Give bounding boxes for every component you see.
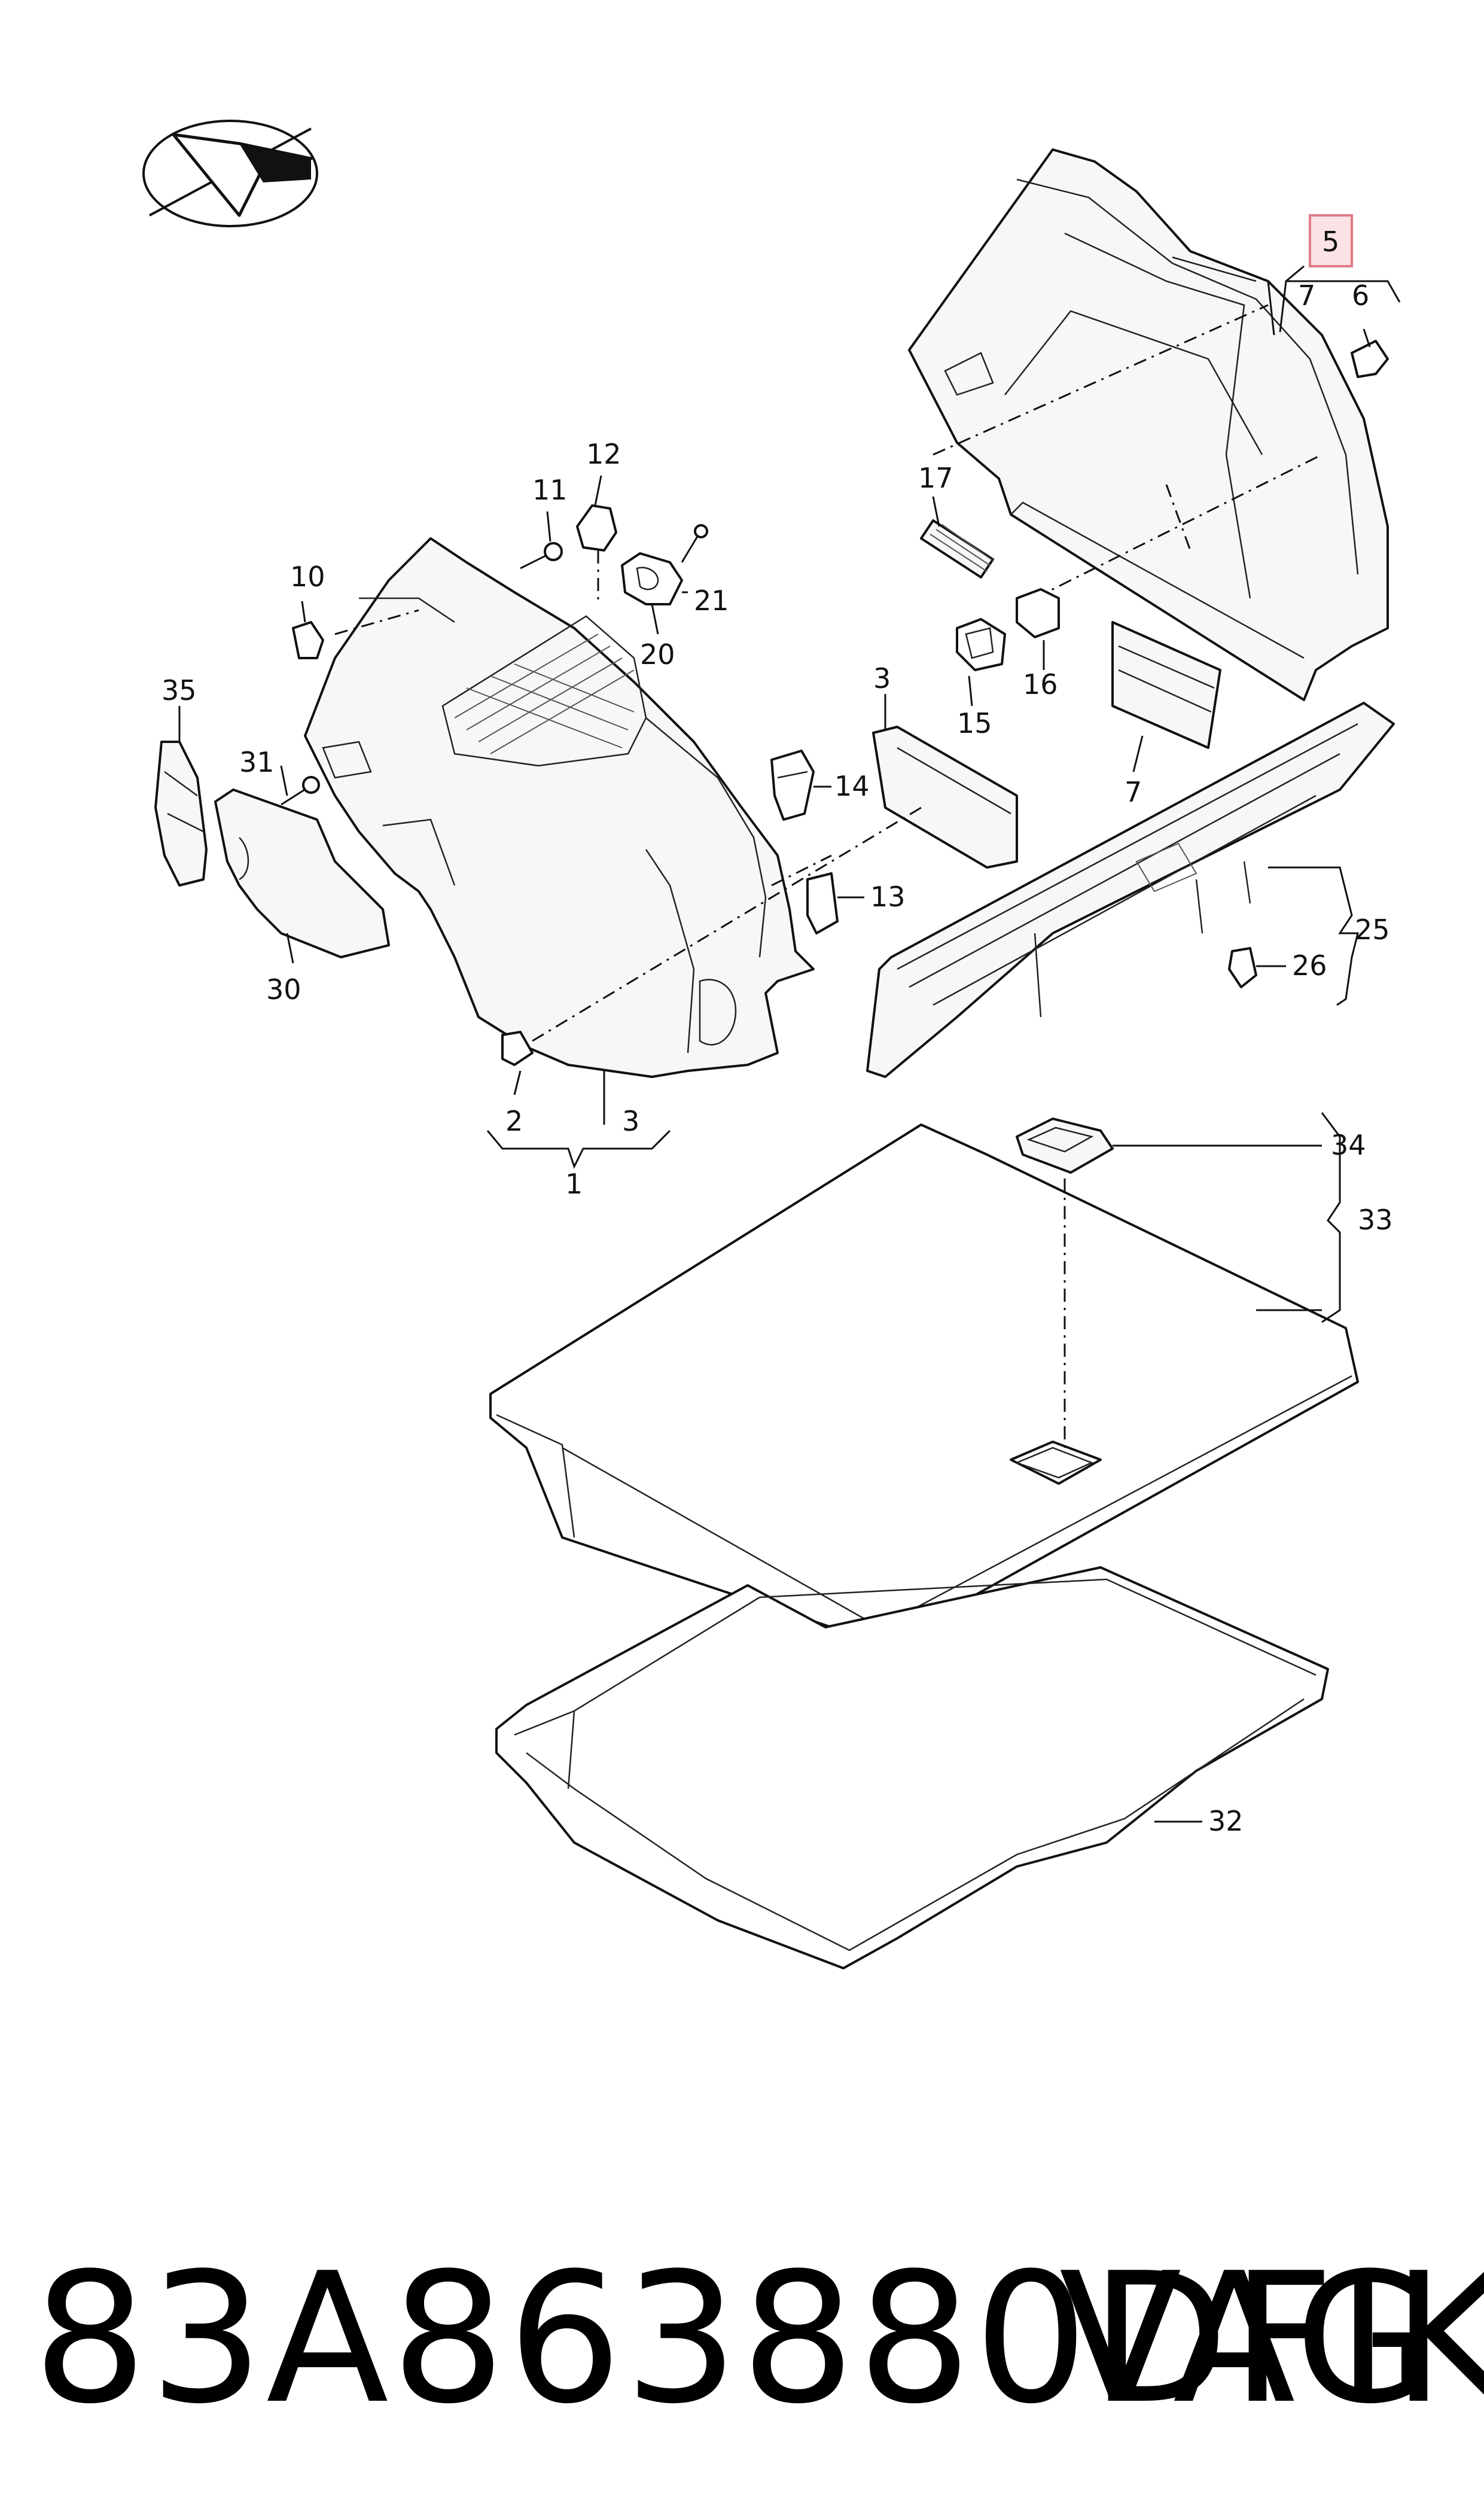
part-16-bracket: [1016, 588, 1060, 638]
part-21-screw: [681, 524, 708, 563]
part-3-side-panel: [872, 726, 1018, 869]
label-34: 34: [1331, 1129, 1366, 1161]
part-17-vent-grille: [920, 519, 994, 578]
label-25: 25: [1355, 914, 1390, 946]
brand-name: VAG: [1059, 2234, 1436, 2443]
assembly-line-2: [532, 806, 922, 1042]
part-35-bracket: [154, 741, 208, 887]
part-10-clip: [292, 621, 324, 659]
label-5: 5: [1322, 226, 1339, 258]
part-34-floor-handle: [1016, 1118, 1114, 1174]
label-30: 30: [266, 973, 301, 1006]
label-21: 21: [694, 584, 729, 617]
label-33: 33: [1358, 1204, 1393, 1236]
compass-arrow-icon: [142, 120, 318, 227]
part-20-bracket: [621, 552, 683, 605]
part-33-load-floor: [489, 1123, 1359, 1646]
footer: 83A863880DFIK VAG: [0, 2213, 1484, 2465]
label-11: 11: [532, 474, 568, 506]
part-32-floor-mat: [495, 1566, 1329, 1969]
label-3-left: 3: [622, 1105, 639, 1137]
label-12: 12: [586, 438, 621, 470]
label-7-bottom: 7: [1125, 776, 1142, 808]
label-16: 16: [1023, 668, 1058, 701]
label-1: 1: [565, 1168, 583, 1200]
label-7-top: 7: [1298, 279, 1315, 312]
part-11-screw: [520, 542, 563, 570]
label-6: 6: [1352, 279, 1369, 312]
assembly-line-3: [771, 854, 832, 887]
part-13-clip: [806, 872, 839, 934]
label-3-center: 3: [873, 662, 891, 695]
label-10: 10: [290, 561, 325, 593]
label-26: 26: [1292, 949, 1327, 982]
part-15-bracket: [956, 618, 1006, 671]
part-number: 83A863880DFIK: [33, 2234, 1484, 2443]
part-25-loading-sill-trim: [866, 702, 1395, 1078]
part-30-bracket: [214, 788, 390, 958]
label-35: 35: [161, 674, 197, 707]
label-2: 2: [505, 1105, 523, 1137]
label-32: 32: [1208, 1805, 1244, 1837]
part-2-clip: [501, 1031, 534, 1066]
part-26-clip: [1228, 947, 1257, 988]
part-7-trim-strip: [1111, 621, 1221, 749]
part-14-fastener: [770, 750, 815, 821]
part-31-screw: [281, 776, 320, 806]
part-6-clip: [1351, 340, 1389, 378]
leader-lines: [178, 265, 1401, 1823]
callout-labels: 5 7 6 17 15 16 7 3 14 13 25 26 2 3 1 34 …: [161, 226, 1393, 1837]
label-14: 14: [834, 770, 870, 802]
exploded-parts-diagram: 5 7 6 17 15 16 7 3 14 13 25 26 2 3 1 34 …: [142, 120, 1401, 1969]
label-31: 31: [239, 746, 275, 778]
label-20: 20: [640, 638, 675, 671]
part-12-clip: [576, 504, 617, 552]
label-13: 13: [870, 881, 906, 913]
highlight-box-5: [1309, 214, 1353, 267]
label-15: 15: [957, 707, 992, 739]
label-17: 17: [918, 462, 953, 494]
part-1-side-trim: [304, 537, 815, 1078]
